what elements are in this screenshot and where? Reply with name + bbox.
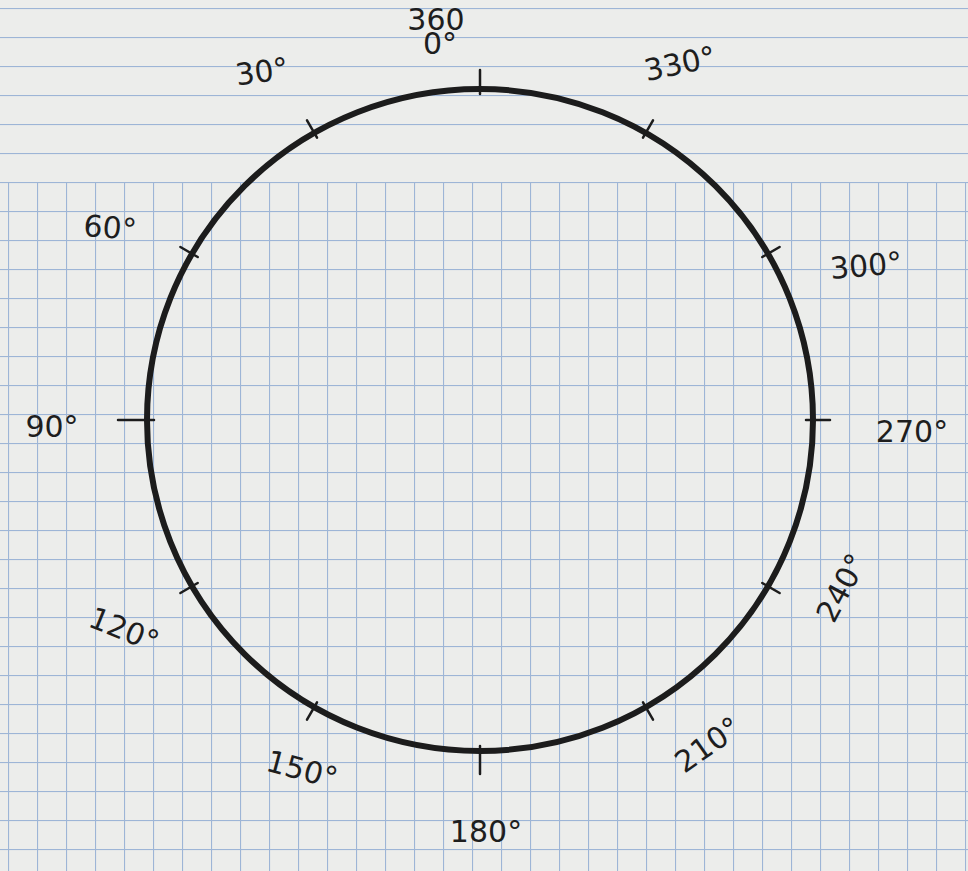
- angle-label: 240°: [812, 549, 872, 627]
- angle-label: 330°: [642, 42, 719, 86]
- angle-label: 210°: [670, 712, 746, 778]
- angle-label: 90°: [25, 412, 78, 442]
- angle-label: 120°: [85, 603, 163, 658]
- angle-label: 60°: [82, 211, 138, 246]
- angle-label: 150°: [263, 746, 341, 794]
- grid-lines: [0, 182, 968, 871]
- angle-label: 180°: [450, 817, 522, 847]
- angle-label: 0°: [423, 29, 457, 59]
- angle-label: 300°: [829, 248, 904, 284]
- degree-ticks: [118, 70, 830, 774]
- angle-label: 30°: [234, 53, 291, 90]
- angle-label: 270°: [876, 417, 948, 447]
- circle-outline: [147, 89, 813, 751]
